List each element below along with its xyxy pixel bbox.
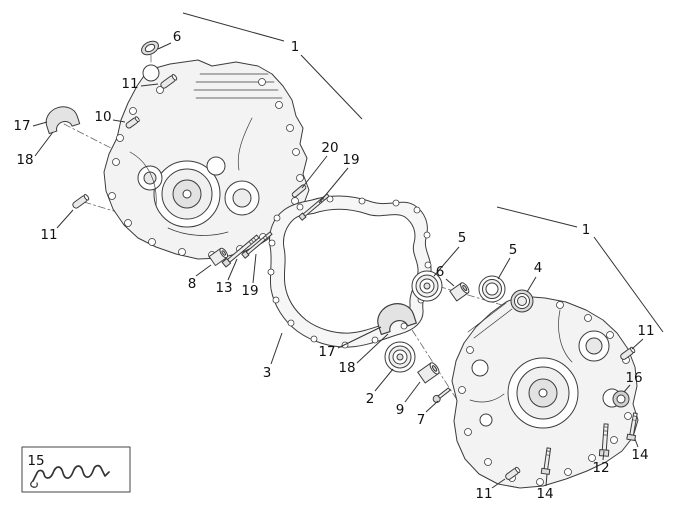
callout-ref-11-bottom: 11: [475, 486, 492, 502]
callout-ref-6-top: 6: [173, 29, 182, 45]
part-shell-17-18-left: [45, 106, 81, 135]
callout-ref-11-left: 11: [40, 227, 57, 243]
center-gasket: [267, 195, 432, 349]
leader-line-ref-1-right: [593, 236, 664, 333]
part-pin-11-left: [72, 194, 90, 209]
leader-line-ref-9: [404, 381, 421, 403]
part-bearing-5-right: [478, 275, 506, 303]
leader-line-ref-6-mid: [445, 278, 455, 287]
part-screw-19-upper: [298, 193, 330, 221]
part-bolt-14-right: [626, 412, 638, 441]
part-bushing-6-mid: [449, 282, 470, 302]
leader-line-ref-19-low: [252, 253, 257, 284]
callout-ref-11-top: 11: [121, 76, 138, 92]
part-bushing-8: [208, 247, 229, 267]
callout-ref-5-left: 5: [458, 230, 467, 246]
callout-ref-17-left: 17: [13, 118, 30, 134]
callout-ref-9: 9: [396, 402, 405, 418]
leader-line-ref-6-top: [157, 42, 172, 50]
leader-line-ref-10: [112, 119, 126, 123]
part-pin-11-bottom: [505, 466, 521, 480]
part-bolt-13: [221, 234, 260, 268]
left-crankcase-half: [103, 59, 310, 260]
part-15-frame: [21, 446, 131, 493]
callout-ref-2: 2: [366, 391, 375, 407]
callout-ref-1-right: 1: [582, 222, 591, 238]
part-pin-11-right: [620, 346, 636, 360]
part-pin-10: [125, 116, 140, 129]
leader-line-ref-1-left: [300, 54, 363, 120]
part-screw-19-lower: [241, 231, 273, 259]
callout-ref-11-right: 11: [637, 323, 654, 339]
part-bolt-14-bottom: [540, 447, 552, 475]
leader-line-ref-17-mid: [337, 326, 382, 349]
leader-line-ref-4: [526, 276, 537, 293]
right-crankcase-half: [451, 295, 639, 489]
leader-line-ref-11-left: [56, 209, 74, 229]
leader-line-ref-12: [602, 450, 605, 461]
callout-ref-20: 20: [321, 140, 338, 156]
callout-ref-15: 15: [27, 453, 44, 469]
callout-ref-10: 10: [94, 109, 111, 125]
part-pin-11-top: [160, 74, 178, 89]
callout-ref-19-up: 19: [342, 152, 359, 168]
callout-ref-19-low: 19: [241, 283, 258, 299]
leader-line-ref-13: [227, 258, 238, 281]
leader-line-ref-2: [374, 368, 394, 392]
part-seal-6-top: [141, 40, 159, 56]
leader-line-ref-18-left: [34, 131, 54, 157]
callout-ref-13: 13: [215, 280, 232, 296]
leader-line-ref-11-top: [140, 83, 159, 87]
callout-ref-14-right: 14: [631, 447, 648, 463]
leader-line-ref-19-up: [318, 167, 349, 204]
callout-ref-18-mid: 18: [338, 360, 355, 376]
callout-ref-4: 4: [534, 260, 543, 276]
leader-line-ref-1-left: [182, 12, 285, 42]
part-shell-17-18-mid: [377, 303, 417, 336]
callout-ref-1-left: 1: [291, 39, 300, 55]
callout-ref-16: 16: [625, 370, 642, 386]
leader-line-ref-3: [270, 332, 283, 365]
callout-ref-3: 3: [263, 365, 272, 381]
part-seal-4: [510, 289, 534, 313]
leader-line-ref-17-left: [32, 121, 48, 127]
leader-line-ref-18-mid: [356, 333, 389, 364]
callout-ref-8: 8: [188, 276, 197, 292]
leader-line-ref-7: [425, 400, 439, 413]
leader-line-ref-1-right: [496, 206, 578, 228]
callout-ref-7: 7: [417, 412, 426, 428]
leader-line-ref-14-right: [634, 438, 639, 448]
leader-line-ref-5-right: [497, 257, 511, 280]
leader-line-ref-8: [195, 264, 212, 277]
part-bolt-7: [432, 387, 451, 403]
callout-ref-18-left: 18: [16, 152, 33, 168]
leader-line-ref-5-left: [433, 246, 460, 277]
callout-ref-6-mid: 6: [436, 264, 445, 280]
part-clip-15: [30, 464, 110, 488]
leader-line-ref-11-bottom: [491, 478, 506, 489]
callout-ref-5-right: 5: [509, 242, 518, 258]
part-bearing-2: [384, 341, 416, 373]
part-plug-16: [612, 390, 630, 408]
callout-ref-17-mid: 17: [318, 344, 335, 360]
leader-line-ref-14-bottom: [545, 473, 548, 487]
callout-ref-14-bottom: 14: [536, 486, 553, 502]
part-bushing-9: [417, 362, 440, 384]
leader-line-ref-20: [301, 155, 328, 189]
leader-line-ref-11-right: [631, 338, 644, 350]
leader-line-ref-16: [623, 384, 631, 393]
part-bearing-5-left: [411, 270, 443, 302]
callout-ref-12: 12: [592, 460, 609, 476]
